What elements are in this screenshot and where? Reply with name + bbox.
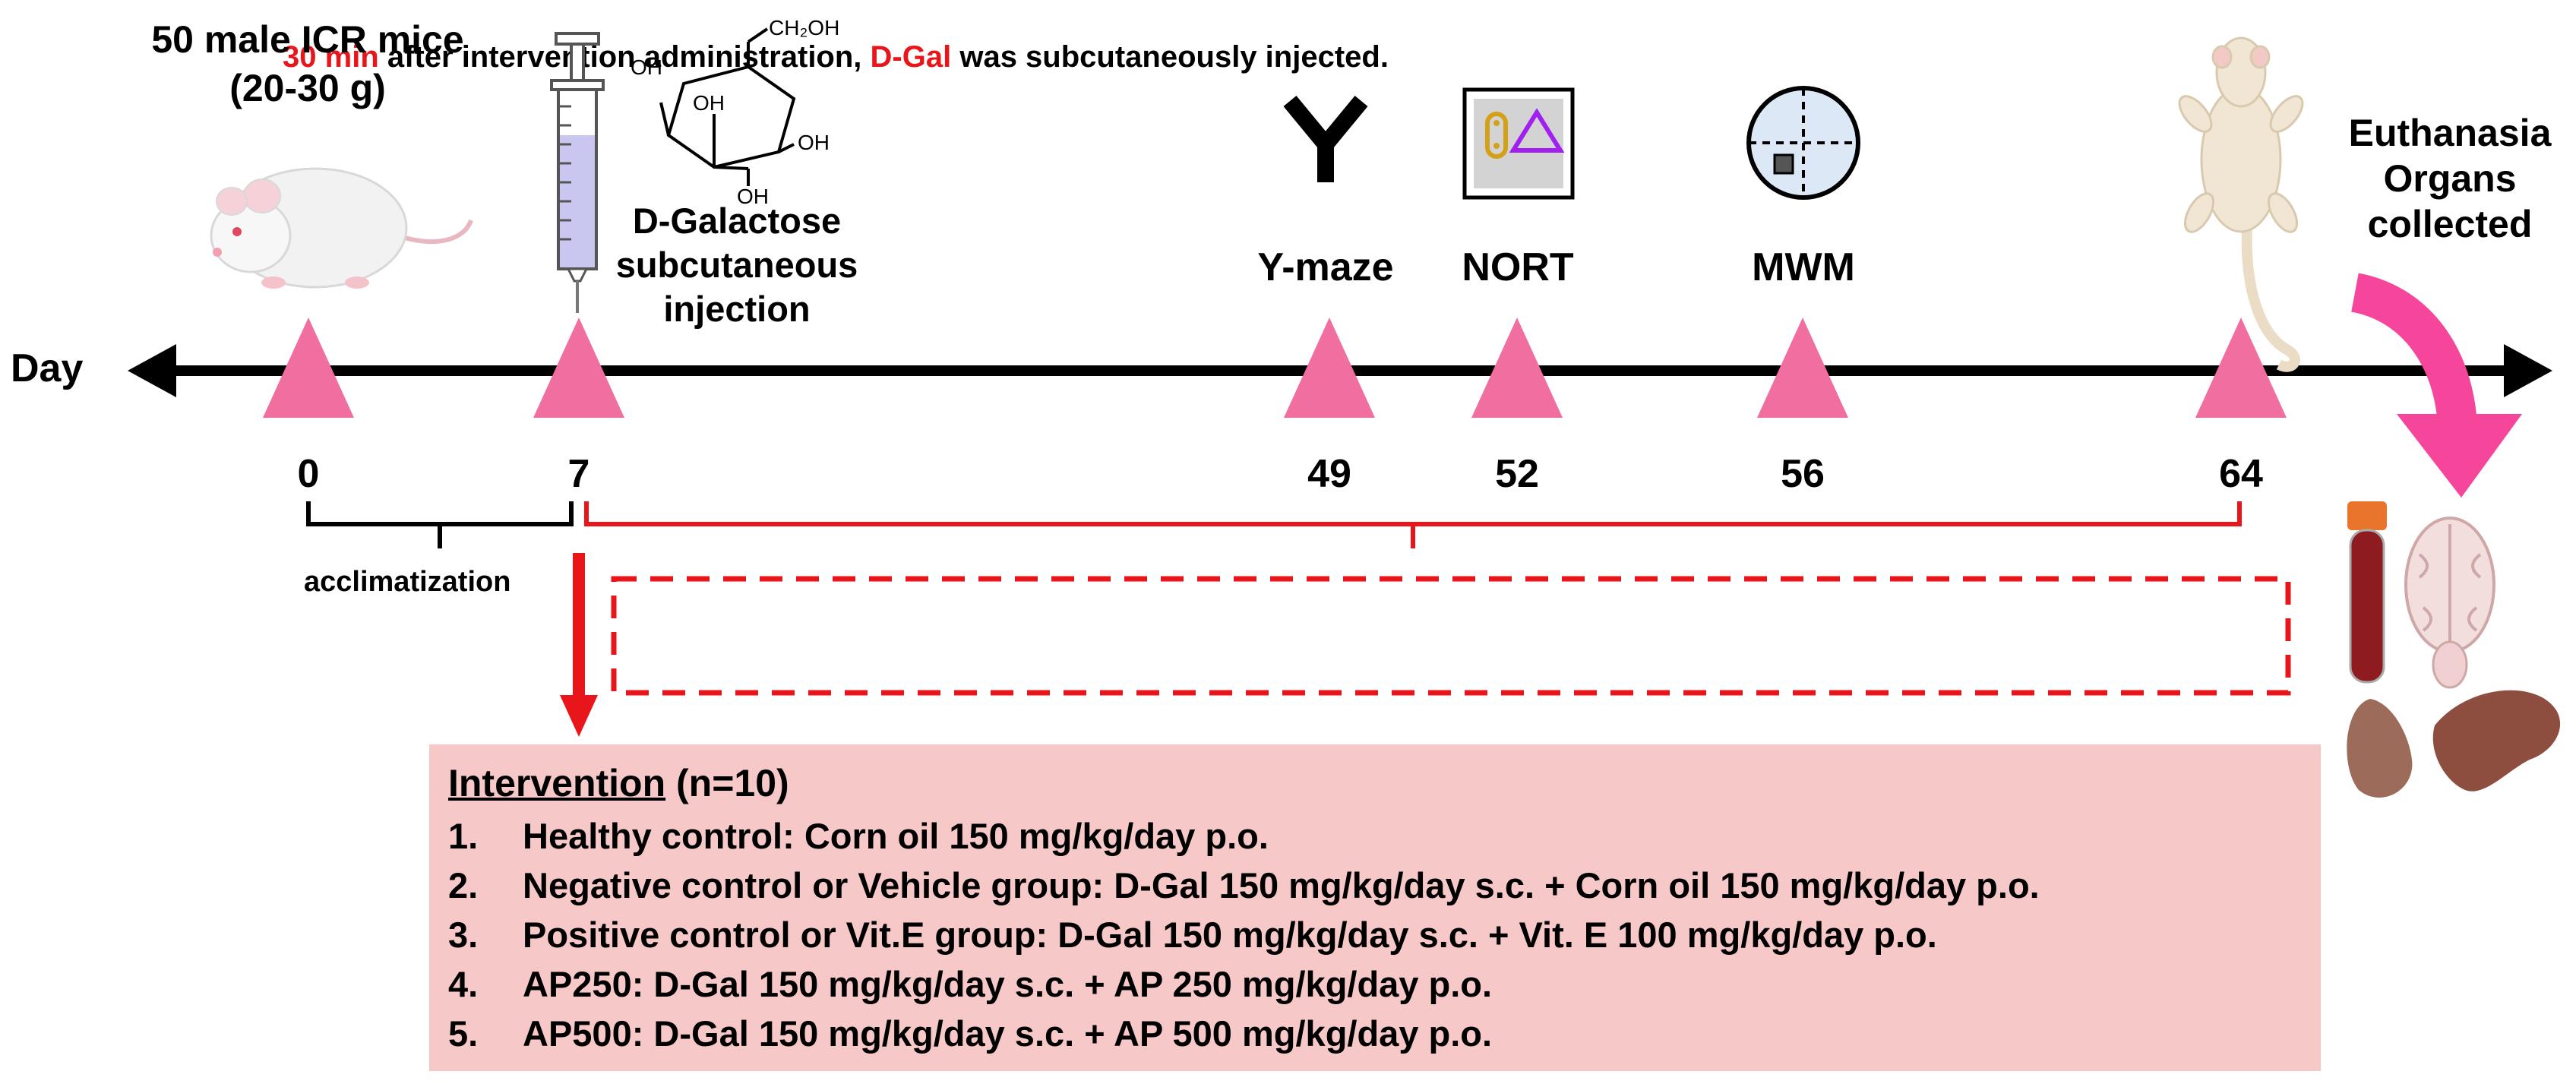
nort-icon xyxy=(1462,87,1575,200)
subjects-line2: (20-30 g) xyxy=(229,67,386,109)
admin-note-text: 30 min after intervention administration… xyxy=(0,0,1671,114)
mouse-icon xyxy=(210,167,473,289)
group-number: 3. xyxy=(448,915,479,955)
intervention-heading: Intervention (n=10) xyxy=(448,761,789,805)
mol-oh-right: OH xyxy=(798,131,830,154)
day-number: 7 xyxy=(567,452,590,496)
group-number: 1. xyxy=(448,816,479,856)
day-marker-0 xyxy=(263,318,354,418)
intervention-panel: Intervention (n=10) 1. Healthy control: C… xyxy=(429,744,2321,1071)
day-number: 49 xyxy=(1307,452,1351,496)
ymaze-label: Y-maze xyxy=(1257,245,1394,289)
day-axis-label: Day xyxy=(11,346,84,390)
admin-note-end: was subcutaneously injected. xyxy=(951,39,1389,74)
admin-note-dgal: D-Gal xyxy=(870,39,952,74)
intervention-n: (n=10) xyxy=(665,762,789,804)
day-number: 52 xyxy=(1495,452,1539,496)
acclimatization-label: acclimatization xyxy=(304,566,511,598)
group-row: 1. Healthy control: Corn oil 150 mg/kg/da… xyxy=(448,815,1269,857)
injection-line1: D-Galactose xyxy=(632,201,842,241)
day-marker-7 xyxy=(533,318,624,418)
day-marker-56 xyxy=(1757,318,1848,418)
day-number: 0 xyxy=(297,452,320,496)
galactose-structure-icon xyxy=(659,27,796,186)
day-markers xyxy=(263,318,2287,418)
injection-line2: subcutaneous xyxy=(615,245,858,285)
injection-label: D-Galactose subcutaneous injection xyxy=(600,199,874,331)
y-maze-icon xyxy=(1283,96,1368,182)
brain-icon xyxy=(2404,517,2495,689)
rat-icon xyxy=(2178,36,2304,372)
day-marker-52 xyxy=(1471,318,1563,418)
mol-ch2oh: CH₂OH xyxy=(769,16,839,39)
collection-arrow xyxy=(2350,273,2522,498)
endpoint-line1: Euthanasia xyxy=(2348,112,2552,154)
day-marker-49 xyxy=(1284,318,1375,418)
day-number: 64 xyxy=(2219,452,2263,496)
endpoint-label: Euthanasia Organs collected xyxy=(2325,110,2575,247)
admin-note-time: 30 min xyxy=(283,39,379,74)
injection-line3: injection xyxy=(663,289,811,329)
endpoint-line3: collected xyxy=(2367,203,2533,245)
endpoint-line2: Organs xyxy=(2383,157,2517,200)
nort-label: NORT xyxy=(1462,245,1574,289)
group-row: 4. AP250: D-Gal 150 mg/kg/day s.c. + AP 2… xyxy=(448,963,1492,1005)
syringe-icon xyxy=(550,32,605,313)
mwm-label: MWM xyxy=(1752,245,1855,289)
intervention-arrow xyxy=(560,553,598,737)
group-number: 5. xyxy=(448,1013,479,1054)
treatment-bracket xyxy=(584,501,2242,548)
group-row: 3. Positive control or Vit.E group: D-Gal… xyxy=(448,914,1937,956)
day-number: 56 xyxy=(1781,452,1825,496)
group-row: 2. Negative control or Vehicle group: D-G… xyxy=(448,864,2040,906)
admin-note-mid: after intervention administration, xyxy=(378,39,871,74)
intervention-title: Intervention xyxy=(448,762,666,804)
group-row: 5. AP500: D-Gal 150 mg/kg/day s.c. + AP 5… xyxy=(448,1013,1492,1054)
group-text: Positive control or Vit.E group: D-Gal 1… xyxy=(523,915,1937,955)
subjects-title: 50 male ICR mice (20-30 g) xyxy=(84,15,532,112)
spleen-icon xyxy=(2347,699,2413,798)
liver-icon xyxy=(2432,690,2561,792)
group-number: 2. xyxy=(448,865,479,905)
mol-oh-top-left: OH xyxy=(631,55,662,79)
mwm-icon xyxy=(1746,86,1860,200)
mol-oh-mid: OH xyxy=(693,91,725,115)
subjects-line1: 50 male ICR mice xyxy=(151,18,464,61)
group-text: Healthy control: Corn oil 150 mg/kg/day … xyxy=(523,816,1269,856)
group-text: AP500: D-Gal 150 mg/kg/day s.c. + AP 500… xyxy=(523,1013,1493,1054)
group-text: AP250: D-Gal 150 mg/kg/day s.c. + AP 250… xyxy=(523,964,1493,1004)
day-marker-64 xyxy=(2195,318,2287,418)
acclimatization-bracket xyxy=(306,501,574,548)
group-text: Negative control or Vehicle group: D-Gal… xyxy=(523,865,2040,905)
group-number: 4. xyxy=(448,964,479,1004)
blood-tube-icon xyxy=(2347,501,2387,684)
admin-note-box xyxy=(611,576,2291,696)
mol-oh-bottom: OH xyxy=(737,185,769,208)
